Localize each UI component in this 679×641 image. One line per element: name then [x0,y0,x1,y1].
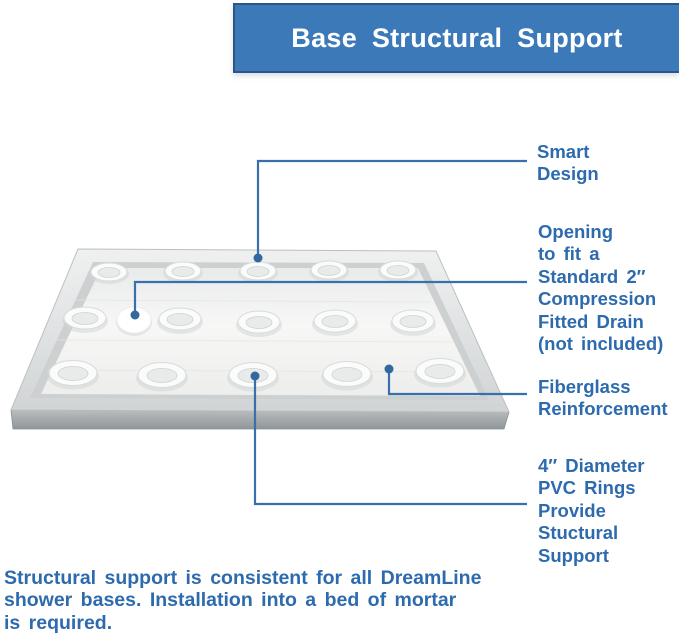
pvc-ring [378,260,418,282]
callout-text-line: Provide [538,499,606,521]
callout-text-line: Fitted Drain [538,310,644,332]
pvc-ring [163,261,203,283]
callout-fiberglass: Fiberglass Reinforcement [538,376,668,421]
footer-text-line: Structural support is consistent for all… [4,567,482,589]
callout-text-line: Opening [538,221,614,242]
callout-lines [133,159,527,506]
pvc-ring [309,260,349,282]
callout-text-line: Smart [537,141,590,162]
callout-text-line: Standard 2″ [538,265,646,287]
pvc-ring [238,261,278,283]
footer-note: Structural support is consistent for all… [4,567,481,634]
pvc-ring [312,309,358,336]
pan-skirt [10,409,510,430]
pvc-rings-dot [250,371,260,381]
pvc-ring [390,309,436,336]
pvc-ring [157,307,203,334]
pvc-ring [236,310,282,337]
callout-drain-opening: Opening to fit a Standard 2″ Compression… [538,221,663,355]
fiberglass-connector [387,373,527,396]
pvc-ring [62,306,108,333]
callout-text-line: PVC Rings [538,477,636,499]
callout-text-line: Compression [538,288,657,310]
callout-pvc-rings: 4″ Diameter PVC Rings Provide Stuctural … [538,455,644,567]
pvc-ring [136,362,188,392]
callout-text-line: (not included) [538,333,664,355]
callout-text-line: Stuctural [538,522,619,544]
callout-smart-design: Smart Design [537,141,599,186]
pvc-ring [89,262,129,284]
header-banner: Base Structural Support [233,3,679,73]
callout-dots [130,253,394,381]
drain-opening-connector [133,280,527,311]
callout-text-line: Support [538,544,609,566]
callout-text-line: Design [537,163,599,185]
smart-design-dot [253,253,263,263]
pvc-ring-row-front [47,358,466,392]
page-title: Base Structural Support [291,22,623,53]
callout-text-line: to fit a [538,243,600,265]
pvc-rings-connector [253,380,527,506]
drain-opening-dot [130,310,140,320]
callout-text-line: Reinforcement [538,398,668,420]
pvc-ring [414,358,466,388]
callout-text-line: Fiberglass [538,376,631,397]
callout-text-line: 4″ Diameter [538,455,645,476]
footer-text-line: is required. [4,611,113,634]
footer-text-line: shower bases. Installation into a bed of… [4,589,457,612]
pvc-ring [321,361,373,391]
pvc-ring [47,360,99,390]
drain-opening [116,306,152,336]
smart-design-connector [256,159,527,254]
pvc-ring-row-back [89,260,418,284]
pvc-ring-row-middle [62,306,436,337]
fiberglass-dot [384,364,394,374]
